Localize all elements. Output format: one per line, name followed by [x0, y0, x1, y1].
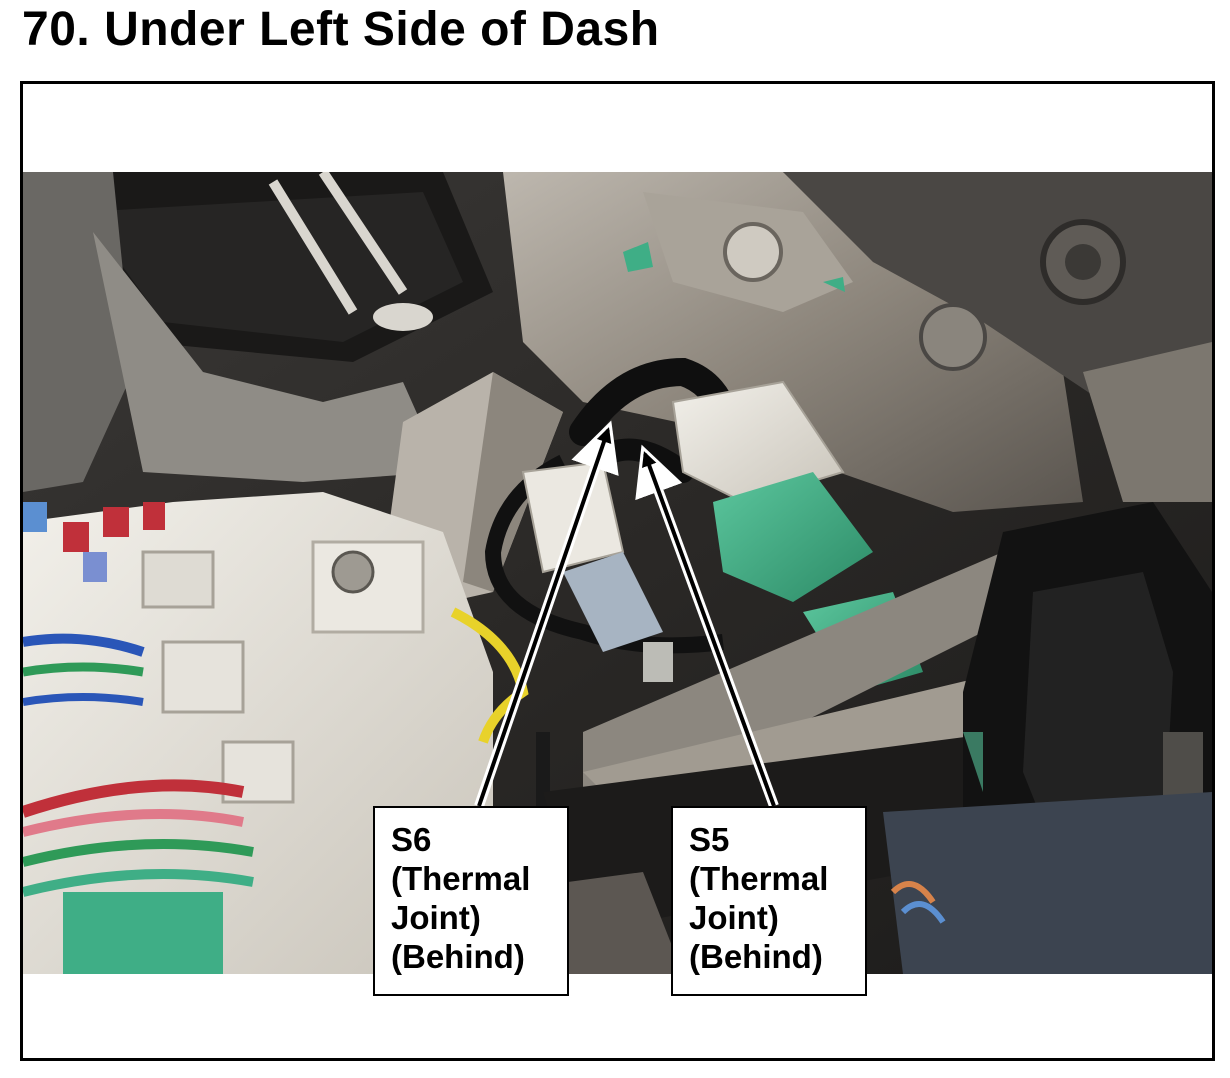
callout-s5-line-3: Joint) — [689, 899, 779, 936]
figure-frame: S6 (Thermal Joint) (Behind) S5 (Thermal … — [20, 81, 1215, 1061]
callout-s5-line-1: S5 — [689, 821, 730, 858]
callout-s6-line-1: S6 — [391, 821, 432, 858]
callout-s5-line-4: (Behind) — [689, 938, 823, 975]
callout-s6-line-2: (Thermal — [391, 860, 531, 897]
callout-s6-line-4: (Behind) — [391, 938, 525, 975]
callout-s5-line-2: (Thermal — [689, 860, 829, 897]
callout-s6-line-3: Joint) — [391, 899, 481, 936]
callout-s6: S6 (Thermal Joint) (Behind) — [373, 806, 569, 996]
callout-s5: S5 (Thermal Joint) (Behind) — [671, 806, 867, 996]
page-title: 70. Under Left Side of Dash — [22, 3, 660, 56]
under-dash-photo — [23, 172, 1212, 974]
